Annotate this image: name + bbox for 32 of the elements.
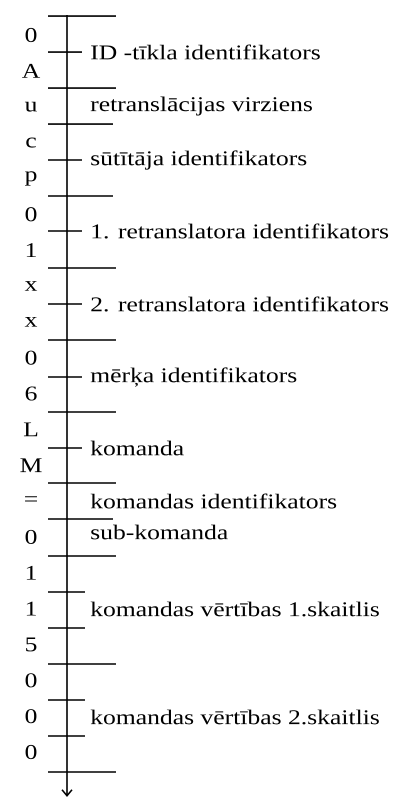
symbol-label: 1	[26, 602, 36, 616]
field-label: sūtītāja identifikators	[91, 150, 306, 170]
symbol-label: 0	[26, 207, 36, 222]
field-label: komandas identifikators	[90, 494, 336, 508]
symbol-label: 0	[26, 530, 36, 544]
field-label: ID -tīkla identifikators	[91, 44, 320, 60]
symbol-label: x	[24, 281, 38, 291]
field-label: komandas vērtības 2.skaitlis	[90, 710, 379, 724]
symbol-label: A	[22, 64, 40, 78]
symbol-label: 0	[26, 744, 36, 760]
field-label: 2. retranslatora identifikators	[91, 296, 388, 312]
symbol-label: 0	[26, 709, 36, 724]
symbol-label: 0	[26, 350, 36, 365]
field-label: 1. retranslatora identifikators	[92, 223, 388, 239]
symbol-label: u	[24, 102, 37, 112]
symbol-label: 1	[26, 566, 36, 580]
symbol-label: =	[25, 496, 37, 502]
symbol-label: 6	[26, 386, 37, 401]
symbol-label: M	[20, 458, 42, 472]
field-label: mērķa identifikators	[90, 367, 296, 387]
symbol-label: 5	[26, 637, 36, 652]
symbol-label: x	[24, 316, 38, 327]
symbol-label: 0	[26, 673, 36, 688]
symbol-label: p	[25, 171, 36, 186]
symbol-label: 0	[26, 28, 36, 42]
field-label: komanda	[90, 440, 184, 456]
field-label: retranslācijas virziens	[90, 96, 312, 116]
symbol-label: L	[24, 422, 38, 436]
field-label: komandas vērtības 1.skaitlis	[90, 602, 379, 616]
symbol-label: c	[26, 138, 36, 148]
field-label: sub-komanda	[91, 524, 228, 540]
symbol-label: 1	[26, 243, 36, 258]
